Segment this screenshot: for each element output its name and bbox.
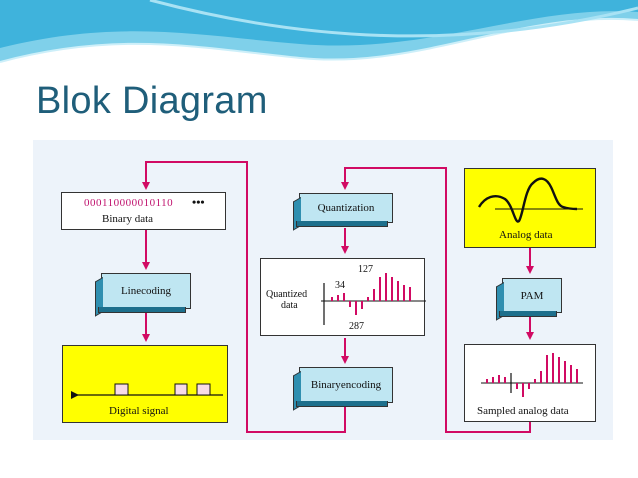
analog-waveform	[477, 177, 583, 223]
line-coding-label-2: coding	[141, 285, 172, 297]
binary-bits-text: 000110000010110	[84, 197, 174, 209]
digital-signal-box: Digital signal	[62, 345, 228, 423]
binary-ellipsis: •••	[192, 195, 205, 209]
binary-encoding-block: Binary encoding	[296, 367, 393, 407]
quantized-value-mid: 34	[335, 280, 345, 291]
pam-block: PAM	[499, 278, 562, 317]
binary-encoding-label-1: Binary	[310, 379, 341, 391]
digital-signal-label: Digital signal	[109, 405, 169, 417]
binary-data-label: Binary data	[102, 213, 154, 225]
sampled-analog-box: Sampled analog data	[464, 344, 596, 422]
quantization-block: Quantization	[296, 193, 393, 227]
quantized-value-top: 127	[358, 264, 373, 275]
binary-encoding-label-2: encoding	[340, 379, 382, 391]
quantized-label-2: data	[281, 300, 298, 311]
sampled-pulses-plot	[481, 353, 583, 397]
quantized-value-bottom: 287	[349, 321, 364, 332]
quantized-data-box: Quantized data 127 34 287	[260, 258, 426, 336]
sampled-analog-label: Sampled analog data	[477, 405, 569, 417]
block-diagram: 000110000010110 ••• Binary data Line cod…	[33, 140, 613, 440]
line-coding-label-1: Line	[120, 285, 142, 297]
binary-data-box: 000110000010110 ••• Binary data	[61, 192, 226, 230]
digital-signal-waveform	[71, 383, 223, 399]
quantization-label: Quantization	[317, 202, 375, 214]
header-wave-banner	[0, 0, 638, 63]
quantized-label-1: Quantized	[266, 289, 308, 300]
analog-data-box: Analog data	[464, 168, 596, 248]
line-coding-block: Line coding	[98, 273, 191, 313]
signal-wires	[142, 161, 534, 433]
page-title: Blok Diagram	[36, 80, 268, 122]
quantized-samples-plot	[321, 273, 426, 325]
pam-label: PAM	[520, 289, 544, 302]
analog-data-label: Analog data	[499, 229, 553, 241]
